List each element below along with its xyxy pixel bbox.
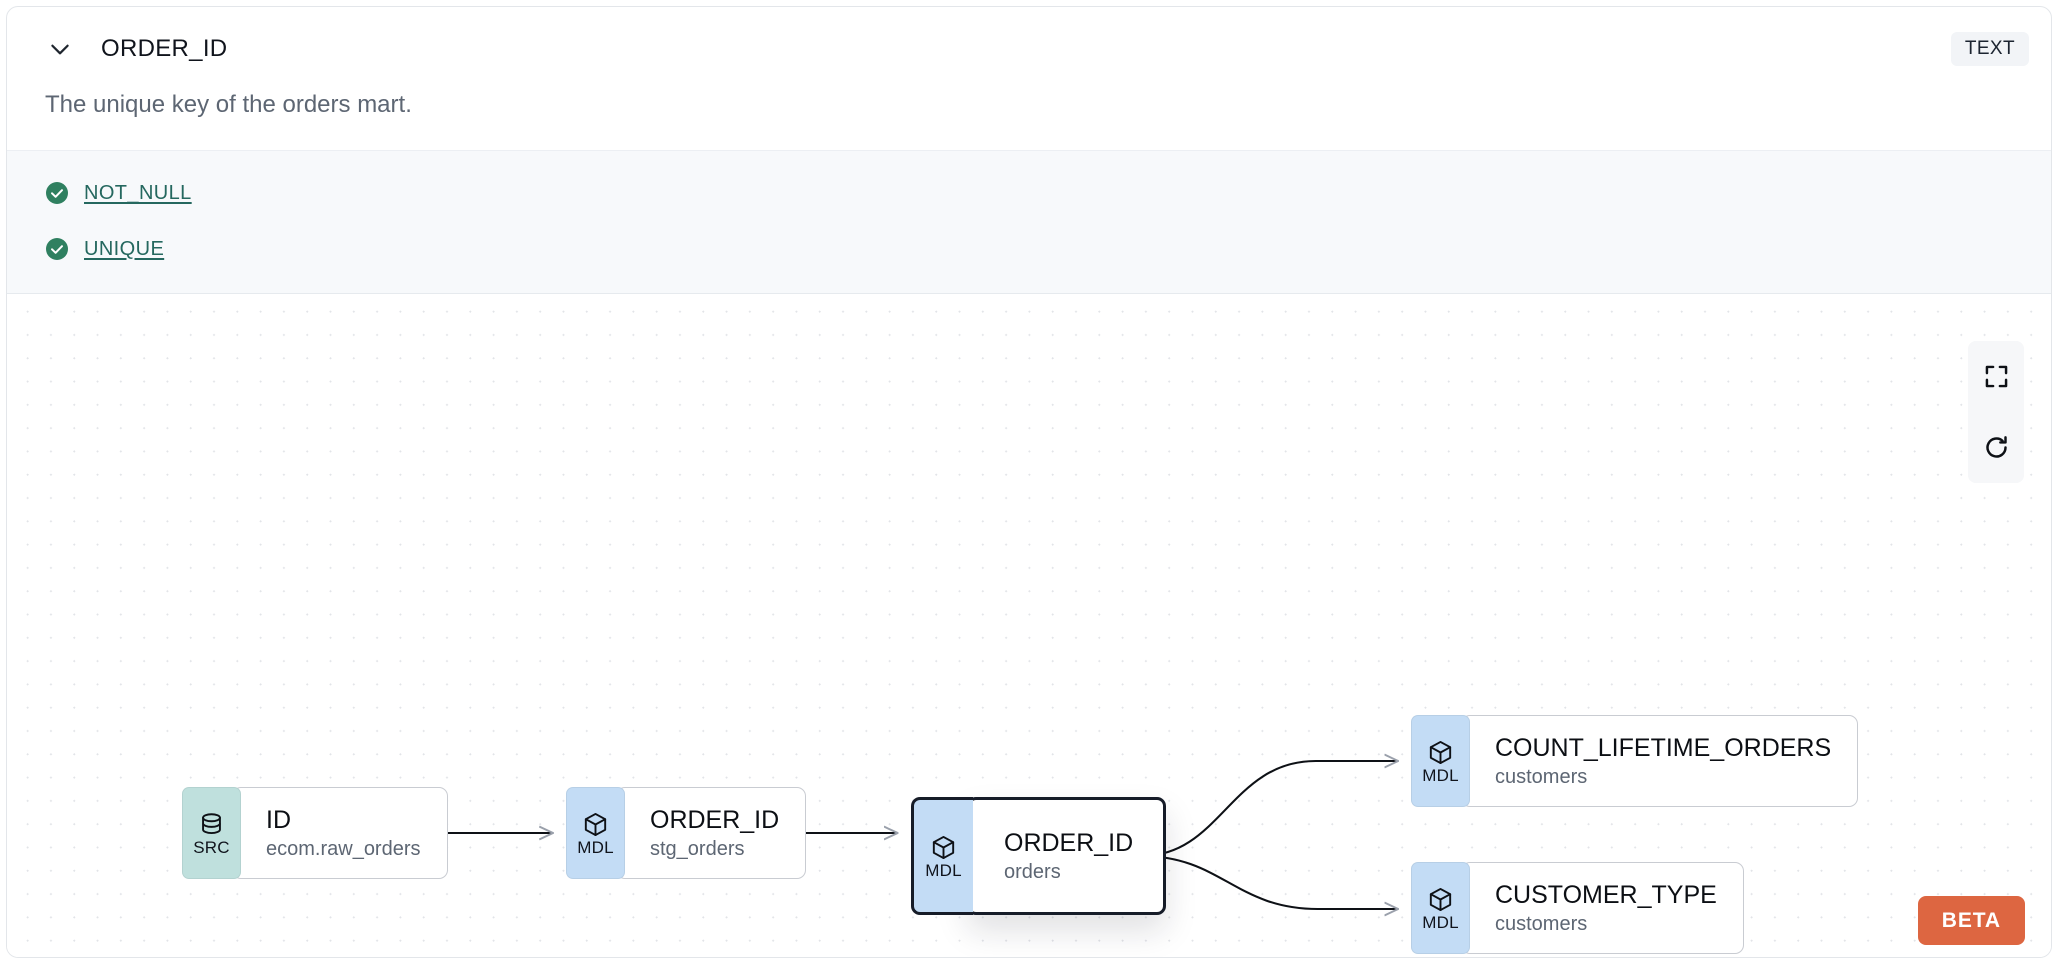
node-subtitle: stg_orders bbox=[650, 837, 745, 860]
node-badge-mdl: MDL bbox=[911, 797, 973, 915]
test-row: NOT_NULL bbox=[45, 173, 2013, 213]
node-name: ID bbox=[266, 805, 291, 834]
lineage-node-src[interactable]: SRC ID ecom.raw_orders bbox=[182, 787, 448, 879]
database-icon bbox=[202, 812, 221, 834]
cube-icon bbox=[584, 812, 607, 836]
beta-badge[interactable]: BETA bbox=[1917, 896, 2025, 945]
node-subtitle: customers bbox=[1495, 912, 1588, 935]
test-row: UNIQUE bbox=[45, 229, 2013, 269]
node-badge-label: MDL bbox=[1422, 912, 1459, 932]
node-badge-mdl: MDL bbox=[1411, 862, 1470, 954]
node-body: ORDER_ID orders bbox=[967, 797, 1167, 915]
cube-icon bbox=[932, 835, 955, 859]
test-link-not-null[interactable]: NOT_NULL bbox=[84, 181, 192, 204]
tests-section: NOT_NULL UNIQUE bbox=[7, 150, 2051, 294]
test-link-unique[interactable]: UNIQUE bbox=[84, 237, 165, 260]
node-subtitle: ecom.raw_orders bbox=[266, 837, 421, 860]
node-badge-mdl: MDL bbox=[1411, 715, 1470, 807]
node-badge-src: SRC bbox=[182, 787, 241, 879]
page-title: ORDER_ID bbox=[101, 34, 228, 62]
node-badge-label: SRC bbox=[193, 837, 230, 857]
node-badge-mdl: MDL bbox=[566, 787, 625, 879]
node-body: ORDER_ID stg_orders bbox=[616, 787, 807, 879]
node-badge-label: MDL bbox=[925, 860, 962, 880]
node-badge-label: MDL bbox=[577, 837, 614, 857]
node-body: COUNT_LIFETIME_ORDERS customers bbox=[1461, 715, 1859, 807]
lineage-node-customer-type[interactable]: MDL CUSTOMER_TYPE customers bbox=[1411, 862, 1744, 954]
refresh-button[interactable] bbox=[1968, 412, 2024, 483]
chevron-down-icon[interactable] bbox=[45, 34, 75, 64]
lineage-node-orders-selected[interactable]: MDL ORDER_ID orders bbox=[911, 797, 1167, 915]
node-body: CUSTOMER_TYPE customers bbox=[1461, 862, 1744, 954]
lineage-node-stg-orders[interactable]: MDL ORDER_ID stg_orders bbox=[566, 787, 807, 879]
check-circle-icon bbox=[46, 182, 68, 204]
column-header: ORDER_ID TEXT bbox=[7, 7, 2051, 90]
column-detail-card: ORDER_ID TEXT The unique key of the orde… bbox=[6, 6, 2052, 958]
fit-screen-icon bbox=[1985, 365, 2007, 388]
cube-icon bbox=[1429, 887, 1452, 911]
refresh-icon bbox=[1985, 436, 2007, 458]
node-subtitle: orders bbox=[1004, 860, 1061, 883]
node-name: ORDER_ID bbox=[650, 805, 780, 834]
node-subtitle: customers bbox=[1495, 765, 1588, 788]
node-name: ORDER_ID bbox=[1004, 828, 1134, 857]
node-name: CUSTOMER_TYPE bbox=[1495, 880, 1717, 909]
cube-icon bbox=[1429, 740, 1452, 764]
lineage-graph-canvas[interactable]: SRC ID ecom.raw_orders MDL ORDER_ID stg_… bbox=[7, 294, 2051, 957]
fit-view-button[interactable] bbox=[1968, 341, 2024, 412]
node-name: COUNT_LIFETIME_ORDERS bbox=[1495, 733, 1832, 762]
node-body: ID ecom.raw_orders bbox=[232, 787, 448, 879]
canvas-controls bbox=[1968, 341, 2024, 483]
column-description: The unique key of the orders mart. bbox=[45, 91, 412, 118]
node-badge-label: MDL bbox=[1422, 765, 1459, 785]
edge-orders-to-customer-type bbox=[1141, 854, 1398, 909]
check-circle-icon bbox=[46, 238, 68, 260]
lineage-node-count-lifetime-orders[interactable]: MDL COUNT_LIFETIME_ORDERS customers bbox=[1411, 715, 1859, 807]
edge-orders-to-count bbox=[1141, 761, 1398, 858]
data-type-badge: TEXT bbox=[1950, 31, 2029, 66]
